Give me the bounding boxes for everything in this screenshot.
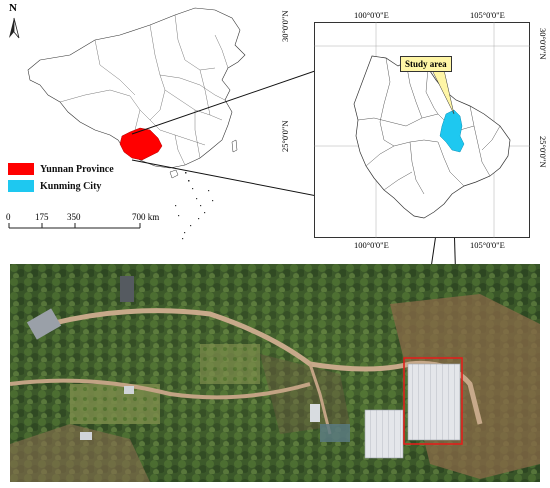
yunnan-province-shape <box>119 127 163 161</box>
north-arrow-icon <box>9 17 20 39</box>
inset-left-tick-25n: 25°0'0"N <box>280 120 290 152</box>
china-outline <box>27 7 246 169</box>
china-overview-map <box>27 7 246 240</box>
scale-tick-350: 350 <box>67 212 81 222</box>
scale-tick-0: 0 <box>6 212 11 222</box>
legend-swatch-yunnan <box>8 163 34 175</box>
prefecture-boundaries <box>357 57 501 195</box>
inset-top-tick-105e: 105°0'0"E <box>470 10 505 20</box>
south-china-sea-islands <box>175 172 214 240</box>
hainan-island <box>169 169 179 179</box>
study-area-callout: Study area <box>400 56 452 72</box>
taiwan-island <box>231 139 238 153</box>
inset-right-tick-25n: 25°0'0"N <box>538 136 548 168</box>
greenhouse-study <box>407 363 461 441</box>
scale-tick-175: 175 <box>35 212 49 222</box>
yunnan-outline <box>353 55 511 219</box>
study-area-box <box>403 357 463 445</box>
legend: Yunnan Province Kunming City <box>8 162 114 193</box>
inset-bottom-tick-105e: 105°0'0"E <box>470 240 505 250</box>
legend-swatch-kunming <box>8 180 34 192</box>
north-arrow-label: N <box>9 2 17 14</box>
inset-bottom-tick-100e: 100°0'0"E <box>354 240 389 250</box>
scale-bar <box>8 223 141 229</box>
yunnan-inset-map <box>314 22 530 238</box>
kunming-city-shape <box>439 109 465 153</box>
inset-left-tick-30n: 30°0'0"N <box>280 10 290 42</box>
inset-top-tick-100e: 100°0'0"E <box>354 10 389 20</box>
satellite-image <box>10 264 540 482</box>
legend-item-yunnan: Yunnan Province <box>8 162 114 176</box>
greenhouse-left <box>364 409 404 459</box>
legend-item-kunming: Kunming City <box>8 179 114 193</box>
scale-tick-700: 700 km <box>132 212 160 222</box>
legend-label-yunnan: Yunnan Province <box>40 163 114 175</box>
legend-label-kunming: Kunming City <box>40 180 102 192</box>
inset-right-tick-30n: 30°0'0"N <box>538 28 548 60</box>
